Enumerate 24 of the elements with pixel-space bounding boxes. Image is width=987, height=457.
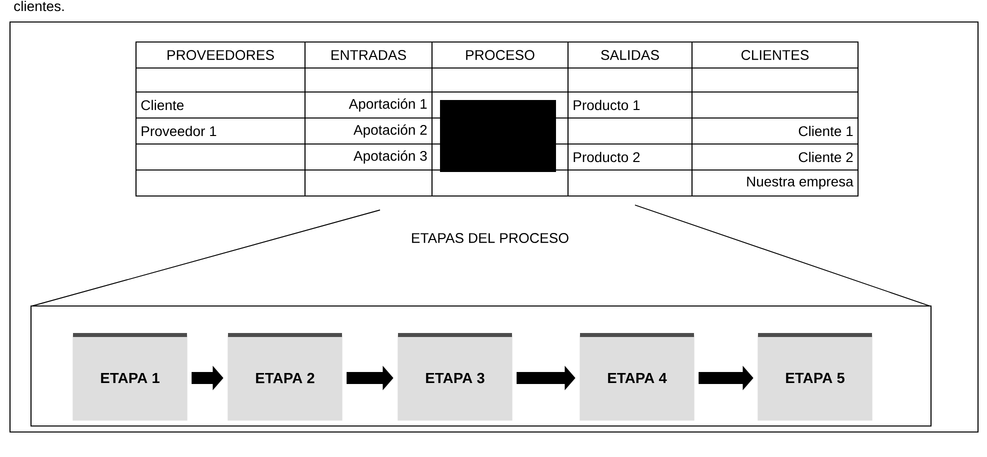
stage-box: ETAPA 3 <box>398 333 512 421</box>
column-header: SALIDAS <box>601 50 659 60</box>
stage-box: ETAPA 2 <box>228 333 342 421</box>
stage-box: ETAPA 5 <box>758 333 872 421</box>
cut-text: clientes. <box>14 0 64 12</box>
cell-text: Proveedor 1 <box>142 126 216 136</box>
section-heading: ETAPAS DEL PROCESO <box>412 233 568 243</box>
column-header: ENTRADAS <box>332 50 406 60</box>
cell-text: Producto 1 <box>574 100 640 110</box>
cell-text: Producto 2 <box>574 152 640 162</box>
panel-frame <box>30 305 932 427</box>
filled-block <box>440 100 556 172</box>
stage-box: ETAPA 1 <box>72 333 188 421</box>
cell-text: Nuestra empresa <box>747 176 854 190</box>
cell-text: Cliente 1 <box>798 126 853 136</box>
cell-text: Cliente 2 <box>798 152 853 162</box>
stage-box: ETAPA 4 <box>580 333 694 421</box>
cell-text: Aportación 1 <box>348 98 427 112</box>
column-header: PROCESO <box>466 50 534 60</box>
cell-text: Apotación 2 <box>353 124 427 138</box>
cell-text: Apotación 3 <box>353 150 427 164</box>
column-header: PROVEEDORES <box>168 50 274 60</box>
column-header: CLIENTES <box>742 50 809 60</box>
cell-text: Cliente <box>141 100 184 110</box>
